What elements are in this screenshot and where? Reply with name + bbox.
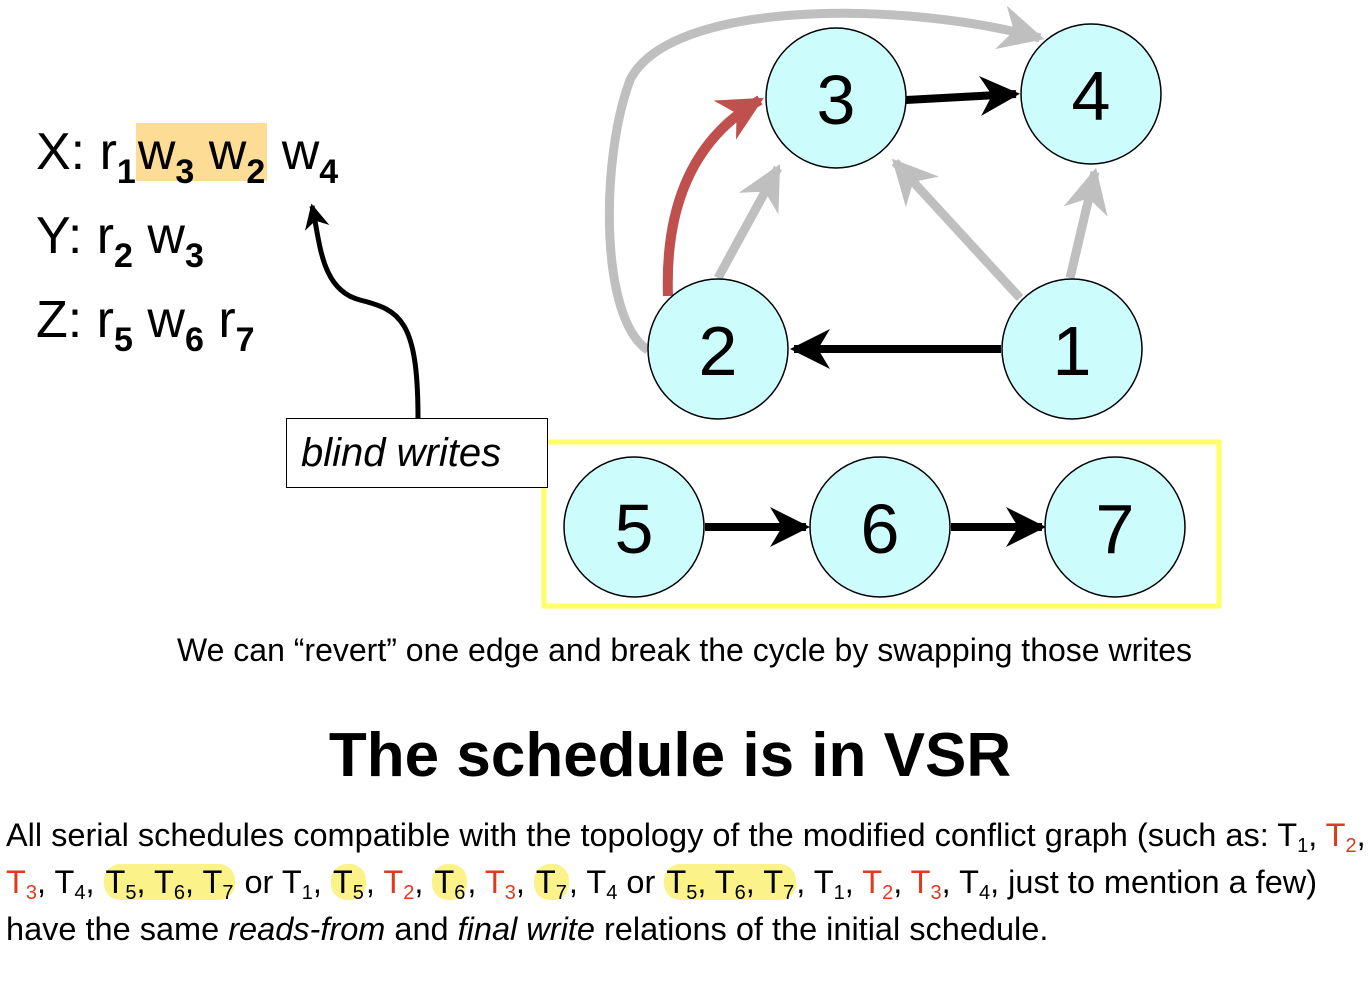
reads-from-term: reads-from	[228, 911, 386, 947]
txn-t6: T6	[434, 864, 466, 904]
txn-t6: T6	[153, 864, 185, 904]
explanation-paragraph: All serial schedules compatible with the…	[6, 817, 1366, 947]
node-5: 5	[563, 456, 705, 598]
node-2: 2	[647, 278, 789, 420]
edge-2-3-red	[662, 95, 764, 297]
txn-t3: T3	[484, 864, 516, 904]
edge-1-4-gray	[1063, 167, 1108, 280]
headline: The schedule is in VSR	[328, 721, 1012, 790]
node-7: 7	[1044, 456, 1186, 598]
node-4: 4	[1020, 23, 1162, 165]
txn-t5: T5	[105, 864, 137, 904]
schedule-row-x: X: r1w3 w2 w4	[36, 122, 339, 191]
op-r2: r2	[96, 207, 133, 275]
serial-schedule-2: T1, T5, T2, T6, T3, T7, T4	[281, 864, 618, 904]
op-r1: r1	[99, 123, 136, 191]
txn-t7: T7	[535, 864, 567, 904]
txn-t2: T2	[1325, 817, 1357, 857]
op-w3: w3	[137, 123, 195, 191]
node-2-label: 2	[699, 312, 738, 390]
txn-t3: T3	[6, 864, 37, 904]
txn-t2: T2	[862, 864, 894, 904]
txn-t7: T7	[763, 864, 795, 904]
node-3: 3	[765, 27, 907, 169]
node-7-label: 7	[1096, 490, 1135, 568]
op-w3-y: w3	[147, 207, 204, 275]
txn-t5: T5	[332, 864, 364, 904]
op-w2: w2	[208, 123, 266, 191]
txn-t4: T4	[54, 864, 86, 904]
op-r5: r5	[96, 291, 133, 359]
node-5-label: 5	[615, 490, 654, 568]
serial-schedule-1: T1, T2, T3, T4, T5, T6, T7	[6, 817, 1366, 904]
var-z: Z:	[36, 291, 83, 349]
node-6-label: 6	[861, 490, 900, 568]
node-1-label: 1	[1053, 312, 1092, 390]
txn-t2: T2	[383, 864, 415, 904]
txn-t3: T3	[910, 864, 942, 904]
op-w4: w4	[281, 123, 339, 191]
blind-writes-highlight: w3 w2	[135, 123, 268, 191]
edge-2-4-gray	[604, 5, 1045, 354]
node-1: 1	[1001, 278, 1143, 420]
blind-writes-label: blind writes	[286, 418, 548, 488]
schedule-row-y: Y: r2 w3	[36, 206, 204, 275]
edge-1-3-gray	[891, 158, 1024, 302]
edge-3-4	[905, 75, 1020, 116]
txn-t7: T7	[202, 864, 234, 904]
txn-t1: T1	[281, 864, 313, 904]
var-x: X:	[36, 123, 86, 181]
serial-schedule-3: T5, T6, T7, T1, T2, T3, T4	[664, 864, 991, 904]
node-4-label: 4	[1072, 57, 1111, 135]
caption: We can “revert” one edge and break the c…	[176, 632, 1193, 668]
op-r7: r7	[218, 291, 255, 359]
component-box	[541, 439, 1222, 609]
var-y: Y:	[36, 207, 83, 265]
final-write-term: final write	[457, 911, 595, 947]
txn-t1: T1	[813, 864, 845, 904]
node-3-label: 3	[817, 61, 856, 139]
txn-t4: T4	[586, 864, 618, 904]
conflict-graph: 3 4 2 1 5 6 7	[304, 5, 1222, 609]
txn-t6: T6	[714, 864, 746, 904]
op-w6: w6	[147, 291, 204, 359]
txn-t4: T4	[959, 864, 991, 904]
node-6: 6	[809, 456, 951, 598]
edge-2-3-gray	[714, 164, 782, 281]
txn-t1: T1	[1277, 817, 1309, 857]
txn-t5: T5	[666, 864, 698, 904]
blind-writes-arrow	[304, 203, 421, 419]
schedule-row-z: Z: r5 w6 r7	[36, 290, 255, 359]
